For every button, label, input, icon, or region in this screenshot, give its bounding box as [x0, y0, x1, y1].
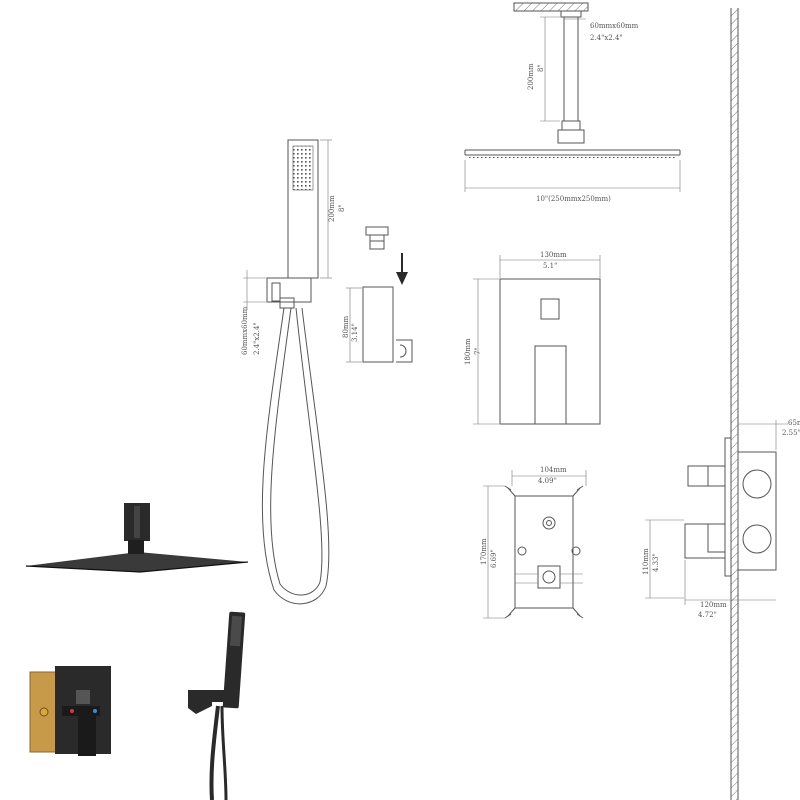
valve-body-drawing: [483, 470, 587, 619]
rain-head-size-label: 10"(250mmx250mm): [536, 195, 611, 203]
valve-width-inch-label: 4.09": [538, 477, 557, 485]
side-depth-mm-label: 65mm: [788, 419, 800, 427]
valve-box-icon: [29, 666, 111, 756]
valve-height-mm-label: 170mm: [480, 538, 488, 565]
hand-shower-icon: [188, 611, 246, 800]
holder-inch-label: 3.14": [351, 323, 359, 342]
arm-length-inch-label: 8": [537, 64, 545, 72]
trim-plate-drawing: [473, 255, 601, 425]
handle-reach-inch-label: 4.72": [698, 611, 717, 619]
trim-width-inch-label: 5.1": [543, 262, 557, 270]
rain-shower-head-icon: [25, 503, 249, 573]
wall: [730, 8, 739, 800]
hand-shower-mm-label: 200mm: [328, 195, 336, 222]
side-depth-inch-label: 2.55": [782, 429, 800, 437]
handle-reach-mm-label: 120mm: [700, 601, 727, 609]
hand-shower-inch-label: 8": [338, 204, 346, 212]
ceiling-rain-head-drawing: [464, 2, 681, 192]
handle-height-mm-label: 110mm: [642, 548, 650, 575]
valve-height-inch-label: 6.69": [490, 549, 498, 568]
hand-shower-drawing: [243, 139, 332, 605]
down-arrow-icon: [396, 253, 408, 285]
elbow-inch-label: 2.4"x2.4": [253, 322, 261, 355]
valve-width-mm-label: 104mm: [540, 466, 567, 474]
trim-height-mm-label: 180mm: [464, 338, 472, 365]
trim-height-inch-label: 7": [474, 347, 482, 355]
holder-drawing: [346, 226, 413, 363]
arm-base-inch-label: 2.4"x2.4": [590, 34, 623, 42]
arm-length-mm-label: 200mm: [527, 63, 535, 90]
handle-height-inch-label: 4.33": [652, 553, 660, 572]
side-view-drawing: [645, 420, 788, 605]
holder-mm-label: 80mm: [342, 315, 350, 338]
trim-width-mm-label: 130mm: [540, 251, 567, 259]
elbow-mm-label: 60mmx60mm: [241, 306, 249, 355]
arm-base-mm-label: 60mmx60mm: [590, 22, 639, 30]
